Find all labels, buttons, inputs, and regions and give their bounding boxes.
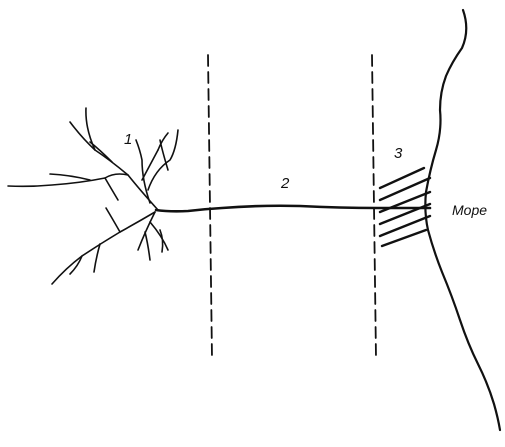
zone-3-label: 3 [394,145,402,162]
boundary-line-left [208,55,212,358]
zone-1-label: 1 [124,131,132,148]
sea-label: Море [452,202,487,218]
zone-2-label: 2 [281,175,289,192]
boundary-line-right [372,55,376,358]
tributary-network [8,108,178,284]
coastline [425,10,500,430]
